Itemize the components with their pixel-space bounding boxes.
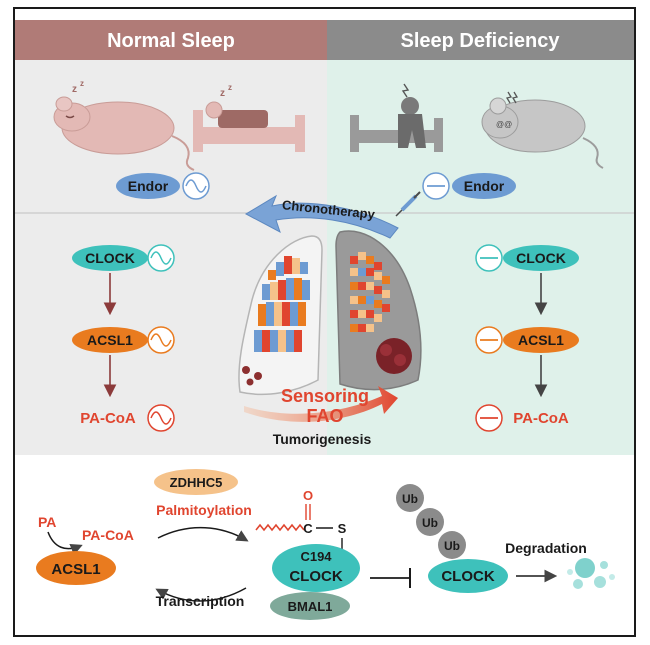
endor-right-pill — [452, 173, 516, 199]
zdhhc5-label: ZDHHC5 — [170, 475, 223, 490]
acsl1-left-node — [72, 327, 148, 353]
pacoa-right-label: PA-CoA — [513, 410, 569, 427]
clock-center-node — [272, 544, 360, 592]
degraded-fragments-icon — [567, 558, 615, 589]
ub-circle-1 — [396, 484, 424, 512]
svg-text:z: z — [72, 84, 77, 95]
pacoa-bottom-label: PA-CoA — [82, 527, 134, 543]
flat-line-icon — [422, 172, 450, 200]
healthy-lung-icon — [238, 235, 323, 396]
tumorigenesis-label: Tumorigenesis — [273, 431, 372, 447]
clock-right-bottom-label: CLOCK — [441, 568, 494, 585]
acsl1-left-oscillation-icon — [147, 326, 175, 354]
clock-right-node — [503, 245, 579, 271]
stressed-person-icon — [350, 83, 443, 152]
ub-circle-2 — [416, 508, 444, 536]
transcription-label: Transcription — [156, 593, 245, 609]
ub-circle-3 — [438, 531, 466, 559]
clock-center-label: CLOCK — [289, 568, 342, 585]
svg-text:z: z — [220, 88, 225, 99]
pacoa-left-oscillation-icon — [147, 404, 175, 432]
fao-label: FAO — [306, 406, 343, 426]
ub-label-3: Ub — [444, 539, 460, 553]
endor-right-label: Endor — [464, 178, 505, 194]
bmal1-label: BMAL1 — [288, 599, 333, 614]
pa-to-pacoa-arrow — [47, 531, 83, 556]
pacoa-left-label: PA-CoA — [80, 410, 136, 427]
endor-left-label: Endor — [128, 178, 169, 194]
bmal1-node — [270, 592, 350, 620]
carbonyl-o-label: O — [303, 488, 313, 503]
clock-right-flat-icon — [475, 244, 503, 272]
pa-label: PA — [38, 514, 56, 530]
clock-right-label: CLOCK — [516, 250, 566, 266]
palmitoylation-arrow — [157, 527, 249, 542]
clock-right-bottom-node — [428, 559, 508, 593]
endor-left-pill — [116, 173, 180, 199]
header-right-bar — [327, 20, 634, 60]
carbon-c-label: C — [303, 521, 313, 536]
acsl1-left-label: ACSL1 — [87, 332, 133, 348]
acsl1-right-node — [503, 327, 579, 353]
acsl1-right-label: ACSL1 — [518, 332, 564, 348]
zdhhc5-node — [154, 469, 238, 495]
palmitoylation-label: Palmitoylation — [156, 502, 252, 518]
ub-label-2: Ub — [422, 516, 438, 530]
tumor-lung-icon — [335, 230, 422, 391]
sensoring-label: Sensoring — [281, 386, 369, 406]
clock-left-label: CLOCK — [85, 250, 135, 266]
pacoa-right-flat-icon — [475, 404, 503, 432]
acsl1-bottom-label: ACSL1 — [51, 561, 100, 578]
svg-text:@@: @@ — [496, 120, 512, 129]
sleeping-mouse-icon: z z — [53, 79, 195, 171]
sulfur-s-label: S — [338, 521, 347, 536]
palmitoyl-chain — [255, 523, 305, 532]
person-in-bed-icon: z z — [193, 83, 305, 152]
clock-left-node — [72, 245, 148, 271]
ub-label-1: Ub — [402, 492, 418, 506]
header-left-title: Normal Sleep — [107, 30, 235, 52]
svg-text:z: z — [80, 79, 84, 88]
sensoring-arrow — [244, 386, 398, 422]
oscillation-icon — [182, 172, 210, 200]
tired-mouse-icon: @@ — [481, 91, 604, 169]
acsl1-right-flat-icon — [475, 326, 503, 354]
clock-left-oscillation-icon — [147, 244, 175, 272]
svg-text:z: z — [228, 83, 232, 92]
header-left-bar — [15, 20, 327, 60]
transcription-arrow — [155, 587, 247, 602]
acsl1-bottom-node — [36, 551, 116, 585]
header-right-title: Sleep Deficiency — [401, 30, 561, 52]
c194-label: C194 — [300, 549, 332, 564]
degradation-label: Degradation — [505, 540, 587, 556]
syringe-icon — [395, 191, 421, 217]
